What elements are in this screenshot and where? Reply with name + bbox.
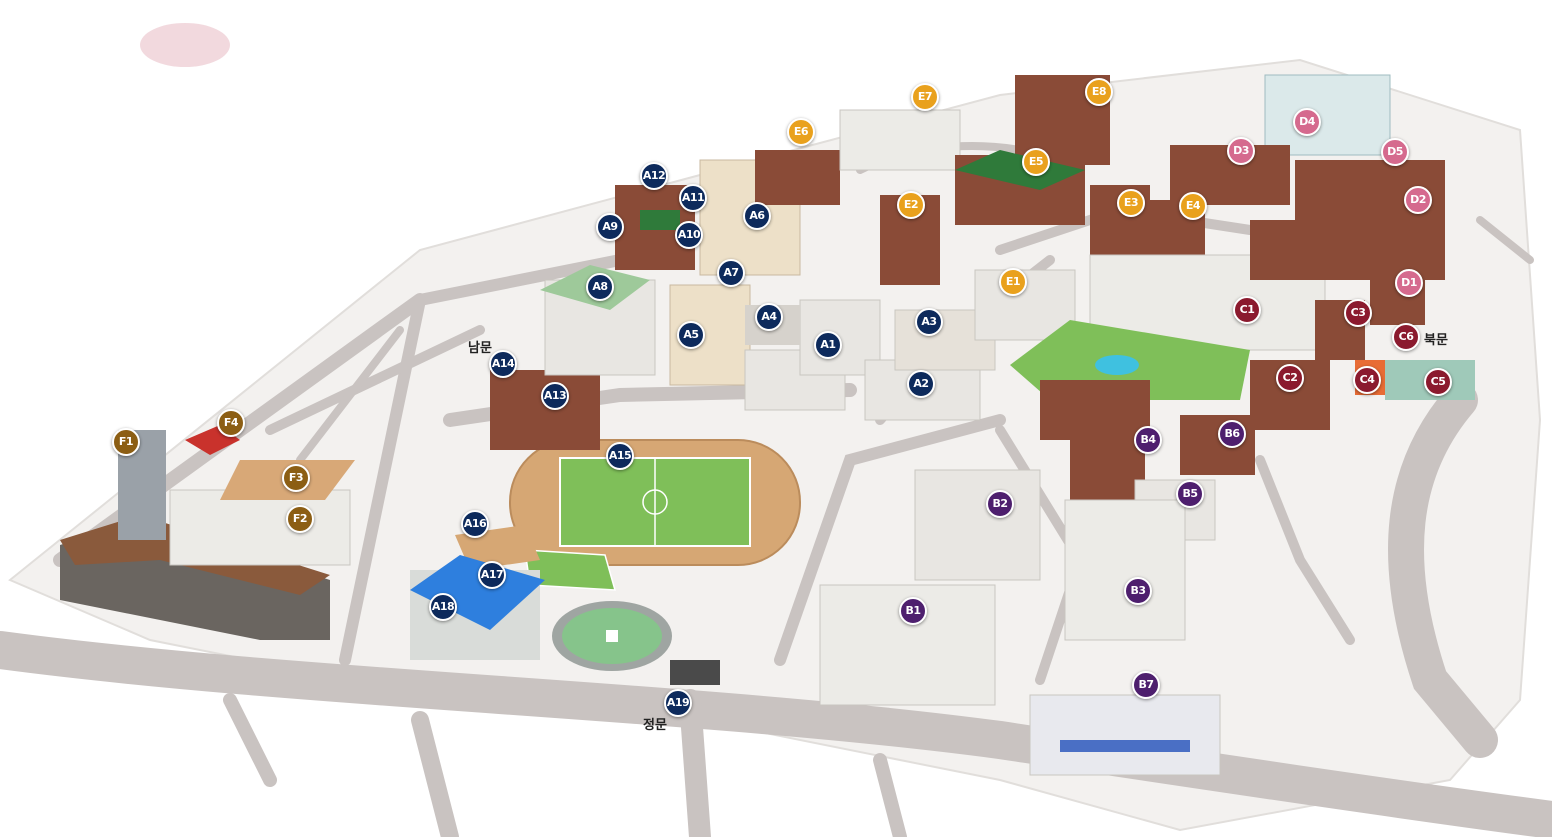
marker-e4[interactable]: E4 [1179,192,1207,220]
marker-b4[interactable]: B4 [1134,426,1162,454]
marker-a4[interactable]: A4 [755,303,783,331]
building-e7 [839,109,961,171]
marker-e3[interactable]: E3 [1117,189,1145,217]
building-b2 [914,469,1041,581]
marker-d2[interactable]: D2 [1404,186,1432,214]
marker-a2[interactable]: A2 [907,370,935,398]
building-e5-roof [955,150,1085,190]
marker-d1[interactable]: D1 [1395,269,1423,297]
marker-f2[interactable]: F2 [286,505,314,533]
field-center-circle [642,489,668,515]
marker-e8[interactable]: E8 [1085,78,1113,106]
fountain [1095,355,1139,375]
building-d4 [1264,74,1391,156]
marker-a15[interactable]: A15 [606,442,634,470]
building-a5 [669,284,751,386]
marker-a10[interactable]: A10 [675,221,703,249]
marker-e5[interactable]: E5 [1022,148,1050,176]
marker-d3[interactable]: D3 [1227,137,1255,165]
building-b7 [1029,694,1221,776]
marker-b3[interactable]: B3 [1124,577,1152,605]
marker-b1[interactable]: B1 [899,597,927,625]
building-b3 [1064,499,1186,641]
marker-a6[interactable]: A6 [743,202,771,230]
marker-e7[interactable]: E7 [911,83,939,111]
building-b7-glass [1060,740,1190,752]
marker-f3[interactable]: F3 [282,464,310,492]
building-f2 [169,489,351,566]
north-gate-label[interactable]: 북문 [1424,333,1448,348]
marker-a16[interactable]: A16 [461,510,489,538]
marker-c5[interactable]: C5 [1424,368,1452,396]
decorative-blur [140,23,230,67]
marker-f4[interactable]: F4 [217,409,245,437]
marker-a11[interactable]: A11 [679,184,707,212]
marker-c2[interactable]: C2 [1276,364,1304,392]
main-gate-structure [670,660,720,685]
marker-a19[interactable]: A19 [664,689,692,717]
marker-a5[interactable]: A5 [677,321,705,349]
marker-e2[interactable]: E2 [897,191,925,219]
marker-a18[interactable]: A18 [429,593,457,621]
building-a18-roof [410,555,545,630]
building-a13 [490,370,600,450]
marker-d4[interactable]: D4 [1293,108,1321,136]
marker-b5[interactable]: B5 [1176,480,1204,508]
building-d2-wing [1250,220,1360,280]
marker-a1[interactable]: A1 [814,331,842,359]
marker-c1[interactable]: C1 [1233,296,1261,324]
marker-b2[interactable]: B2 [986,490,1014,518]
marker-d5[interactable]: D5 [1381,138,1409,166]
marker-a3[interactable]: A3 [915,308,943,336]
south-gate-label[interactable]: 남문 [468,341,492,356]
building-a10-roof [640,210,680,230]
marker-f1[interactable]: F1 [112,428,140,456]
marker-c3[interactable]: C3 [1344,299,1372,327]
marker-e6[interactable]: E6 [787,118,815,146]
marker-b7[interactable]: B7 [1132,671,1160,699]
marker-a17[interactable]: A17 [478,561,506,589]
marker-a13[interactable]: A13 [541,382,569,410]
marker-a12[interactable]: A12 [640,162,668,190]
building-b6 [1180,415,1255,475]
marker-a8[interactable]: A8 [586,273,614,301]
marker-c6[interactable]: C6 [1392,323,1420,351]
marker-a14[interactable]: A14 [489,350,517,378]
marker-a7[interactable]: A7 [717,259,745,287]
marker-a9[interactable]: A9 [596,213,624,241]
helipad-mark [606,630,618,642]
building-e6 [755,150,840,205]
main-gate-label[interactable]: 정문 [643,718,667,733]
marker-e1[interactable]: E1 [999,268,1027,296]
marker-b6[interactable]: B6 [1218,420,1246,448]
marker-c4[interactable]: C4 [1353,366,1381,394]
